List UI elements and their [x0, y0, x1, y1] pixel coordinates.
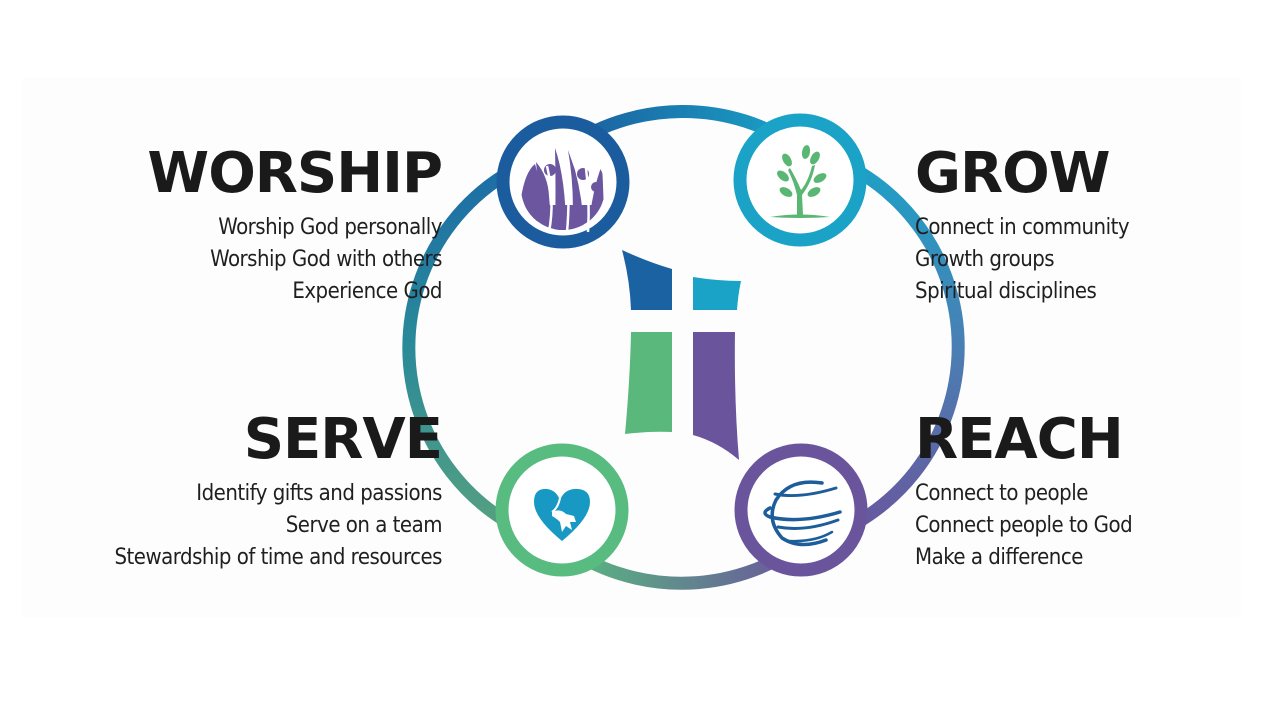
reach-heading: REACH [915, 407, 1124, 472]
tree-icon [770, 145, 830, 218]
reach-node[interactable] [734, 443, 868, 577]
grow-item: Growth groups [915, 247, 1055, 272]
serve-item: Serve on a team [285, 513, 443, 538]
reach-items: Connect to people Connect people to God … [915, 478, 1280, 574]
worship-heading: WORSHIP [147, 141, 443, 206]
worship-node[interactable] [496, 115, 630, 249]
grow-items: Connect in community Growth groups Spiri… [915, 212, 1280, 308]
serve-section: SERVE Identify gifts and passions Serve … [22, 407, 443, 574]
serve-item: Identify gifts and passions [196, 481, 442, 506]
grow-section: GROW Connect in community Growth groups … [915, 144, 1280, 308]
serve-item: Stewardship of time and resources [114, 545, 442, 570]
worship-section: WORSHIP Worship God personally Worship G… [22, 141, 443, 308]
reach-item: Connect to people [915, 481, 1088, 506]
grow-node[interactable] [733, 113, 867, 247]
worship-items: Worship God personally Worship God with … [22, 212, 442, 308]
connecting-ring [402, 104, 965, 590]
reach-item: Connect people to God [915, 513, 1133, 538]
serve-items: Identify gifts and passions Serve on a t… [22, 478, 442, 574]
heart-hand-icon [534, 488, 590, 541]
reach-section: REACH Connect to people Connect people t… [915, 410, 1280, 574]
worship-item: Experience God [292, 279, 442, 304]
serve-node[interactable] [495, 443, 629, 577]
worship-item: Worship God personally [218, 215, 442, 240]
people-raising-hands-icon [521, 148, 605, 233]
grow-heading: GROW [915, 141, 1110, 206]
globe-icon [763, 480, 842, 547]
reach-item: Make a difference [915, 545, 1083, 570]
serve-heading: SERVE [243, 407, 443, 472]
grow-item: Spiritual disciplines [915, 279, 1097, 304]
cross-logo-icon [622, 250, 741, 460]
worship-item: Worship God with others [210, 247, 442, 272]
grow-item: Connect in community [915, 215, 1130, 240]
